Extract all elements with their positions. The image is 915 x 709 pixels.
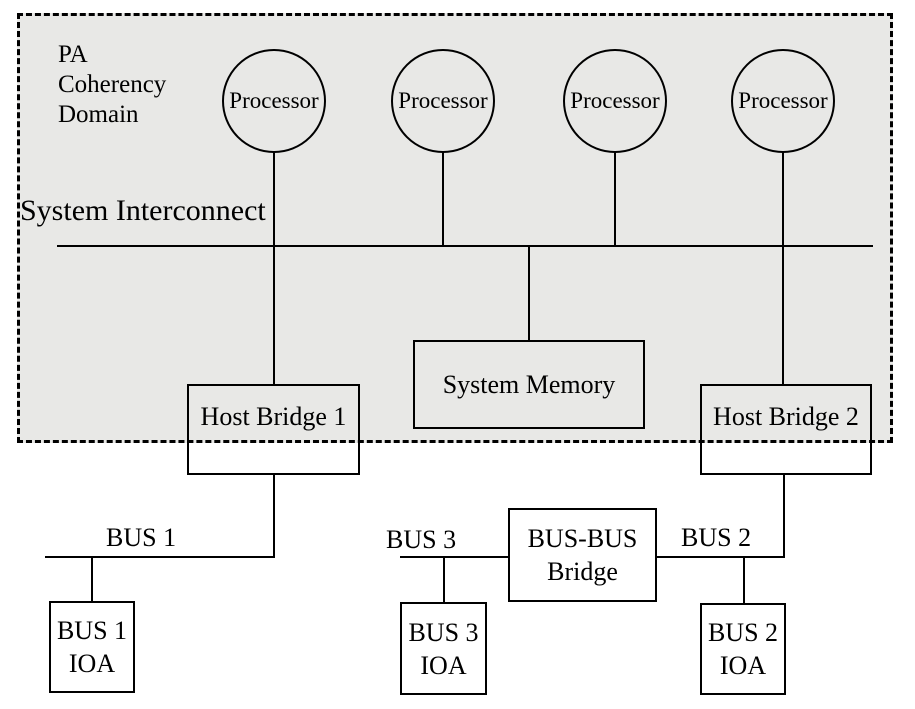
- processor-label: Processor: [738, 88, 828, 113]
- processor-node-4: Processor: [731, 49, 835, 153]
- host-bridge-1-to-bus-1-line: [273, 475, 275, 557]
- bus-3-label: BUS 3: [386, 525, 457, 554]
- bus-1-label: BUS 1: [106, 523, 177, 552]
- processor-4-connector-line: [782, 152, 784, 246]
- host-bridge-2-to-bus-2-line: [783, 475, 785, 557]
- bus-3-to-ioa-line: [443, 557, 445, 603]
- processor-node-1: Processor: [222, 49, 326, 153]
- processor-label: Processor: [398, 88, 488, 113]
- processor-3-connector-line: [614, 152, 616, 246]
- processor-node-2: Processor: [391, 49, 495, 153]
- system-interconnect-line: [57, 245, 873, 247]
- bus-1-ioa-box: BUS 1 IOA: [49, 601, 135, 693]
- bus-2-line: [657, 556, 785, 558]
- processor-1-connector-line: [273, 152, 275, 246]
- bus-2-ioa-label-line-1: BUS 2: [707, 618, 779, 647]
- bus-1-ioa-label-line-1: BUS 1: [56, 616, 128, 645]
- host-bridge-1-label: Host Bridge 1: [200, 402, 347, 431]
- bus-2-label: BUS 2: [681, 523, 752, 552]
- interconnect-to-host-bridge-2-line: [782, 246, 784, 384]
- processor-node-3: Processor: [563, 49, 667, 153]
- bus-2-ioa-label-line-2: IOA: [719, 651, 767, 680]
- system-interconnect-label: System Interconnect: [20, 194, 266, 227]
- host-bridge-2-box: Host Bridge 2: [700, 384, 872, 475]
- domain-title: PA Coherency Domain: [58, 40, 166, 130]
- bus-2-ioa-box: BUS 2 IOA: [700, 603, 786, 695]
- processor-label: Processor: [570, 88, 660, 113]
- bus-1-to-ioa-line: [91, 557, 93, 602]
- system-memory-label: System Memory: [442, 369, 616, 399]
- bus-3-ioa-label-line-1: BUS 3: [408, 617, 479, 647]
- bus-3-ioa-label-line-2: IOA: [420, 650, 467, 680]
- processor-label: Processor: [229, 88, 319, 113]
- bus-bus-bridge-label-line-1: BUS-BUS: [527, 524, 638, 553]
- bus-3-line: [400, 556, 508, 558]
- domain-title-line-3: Domain: [58, 101, 139, 128]
- bus-3-ioa-box: BUS 3 IOA: [400, 602, 487, 695]
- host-bridge-2-label: Host Bridge 2: [713, 402, 859, 431]
- processor-2-connector-line: [442, 152, 444, 246]
- interconnect-to-host-bridge-1-line: [273, 246, 275, 384]
- domain-title-line-2: Coherency: [58, 71, 167, 98]
- bus-1-line: [45, 556, 275, 558]
- bus-bus-bridge-box: BUS-BUS Bridge: [508, 508, 657, 602]
- system-memory-box: System Memory: [413, 340, 645, 429]
- host-bridge-1-box: Host Bridge 1: [187, 384, 360, 475]
- bus-2-to-ioa-line: [743, 557, 745, 604]
- interconnect-to-memory-line: [528, 246, 530, 340]
- bus-bus-bridge-label-line-2: Bridge: [547, 557, 618, 586]
- domain-title-line-1: PA: [58, 41, 88, 68]
- bus-1-ioa-label-line-2: IOA: [68, 649, 116, 678]
